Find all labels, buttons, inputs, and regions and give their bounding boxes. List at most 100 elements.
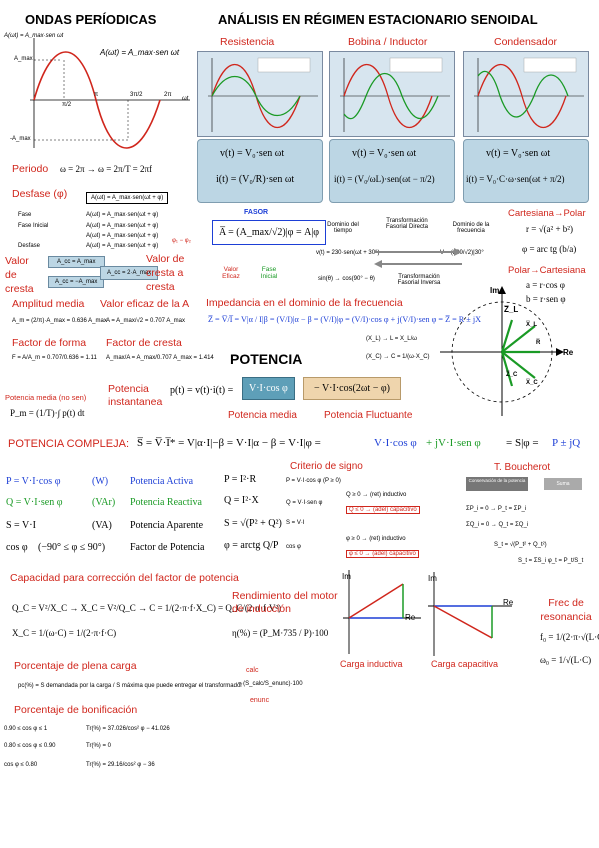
condensador-eq2: i(t) = V₀·C·ω·sen(ωt + π/2) <box>466 174 565 184</box>
fasor-arrows <box>374 248 462 268</box>
fasor-fase-inicial: Fase Inicial <box>260 266 278 280</box>
plena-carga-eq2: = (S_calc/S_enunc)·100 <box>238 681 303 687</box>
potencia-media-label: Potencia media <box>228 410 297 421</box>
fasor-dominio-frec: Dominio de la frecuencia <box>452 222 490 234</box>
bobina-graph <box>329 51 455 137</box>
section-ondas: ONDAS PERÍODICAS <box>25 12 157 27</box>
compleja-eq-e: P ± jQ <box>552 437 581 449</box>
potencia-media-nosen-label: Potencia media (no sen) <box>5 393 87 402</box>
fasor-valor-eficaz: Valor Eficaz <box>222 266 240 280</box>
criterio-r3: S = V·I <box>286 520 305 526</box>
circuit-title-bobina: Bobina / Inductor <box>348 36 428 48</box>
carga-inductiva-re: Re <box>405 613 416 622</box>
desfase-eq0: A(ωt) = A_max·sen(ωt + φ) <box>86 192 169 204</box>
carga-capacitiva-re: Re <box>503 598 514 607</box>
wave-formula: A(ωt) = A_max·sen ωt <box>100 48 180 57</box>
tabla-3-eq: cos φ <box>6 542 28 553</box>
box-acc-b: A_cc = −A_max <box>48 276 105 288</box>
wave-neg-amax: -A_max <box>10 136 31 142</box>
impedance-phasor-diagram <box>440 286 564 416</box>
bobina-eq-box: v(t) = V₀·sen ωt i(t) = (V₀/ωL)·sen(ωt −… <box>329 139 455 203</box>
section-analisis: ANÁLISIS EN RÉGIMEN ESTACIONARIO SENOIDA… <box>218 12 538 27</box>
resonancia-f: f₀ = 1/(2·π·√(L·C)) <box>540 632 599 642</box>
eficaz-eq: A = A_max/√2 = 0.707 A_max <box>106 318 186 324</box>
criterio-title: Criterio de signo <box>290 461 363 472</box>
desfase-row2-eq: A(ωt) = A_max·sen(ωt + φ) <box>86 233 159 239</box>
forma-eq: F = A/A_m = 0.707/0.636 = 1.11 <box>12 355 97 361</box>
criterio-phi-neg: φ ≤ 0 → (adel) capacitivo <box>346 550 419 558</box>
tabla-0-name: Potencia Activa <box>130 476 194 487</box>
carga-capacitiva-diagram <box>428 572 512 656</box>
box-acc-c: A_cc = 2·A_max <box>100 266 159 280</box>
criterio-q-pos: Q ≥ 0 → (ret) inductivo <box>346 492 407 498</box>
boucherot-l3: S_t = √(P_t² + Q_t²) <box>494 542 547 548</box>
impedancia-eq: Z̅ = V̅/I̅ = V|α / I|β = (V/I)|α − β = (… <box>208 315 482 324</box>
capacidad-eq2: X_C = 1/(ω·C) = 1/(2·π·f·C) <box>12 628 117 638</box>
potencia-inst-eq: p(t) = v(t)·i(t) = <box>170 385 234 396</box>
cartesiana-r: r = √(a² + b²) <box>526 224 573 234</box>
plena-carga-title: Porcentaje de plena carga <box>14 660 137 672</box>
potencia-compleja-label: POTENCIA COMPLEJA: <box>8 438 130 450</box>
fasor-eq: A̅ = (A_max/√2)|φ = A|φ <box>212 220 327 245</box>
tabla-2-unit: (VA) <box>92 520 112 531</box>
factor-forma-label: Factor de forma <box>12 337 87 349</box>
phasor-xc: X̅_C <box>526 380 538 386</box>
periodo-label: Periodo <box>12 163 49 175</box>
resonancia-title: Frec de resonancia <box>540 597 592 623</box>
impedancia-xc: (X_C) → C = 1/(ω·X_C) <box>366 354 430 360</box>
resistencia-graph <box>197 51 323 137</box>
boucherot-l2: ΣQ_i = 0 → Q_t = ΣQ_i <box>466 522 529 528</box>
potencia-media-eq: P_m = (1/T)·∫ p(t) dt <box>10 408 85 418</box>
criterio-r4: cos φ <box>286 544 301 550</box>
bonificacion-1-eq: Tr(%) = 0 <box>86 743 111 749</box>
fasor-eq-f: V = (230/√2)|30° <box>440 250 484 256</box>
bobina-eq2: i(t) = (V₀/ωL)·sen(ωt − π/2) <box>334 174 435 184</box>
tabla-2-eq2: S = √(P² + Q²) <box>224 518 282 529</box>
phasor-r: R̅ <box>536 340 541 346</box>
potencia-media-box: V·I·cos φ <box>242 377 295 400</box>
fasor-sin-cos: sin(θ) → cos(90° − θ) <box>318 276 375 282</box>
tabla-2-name: Potencia Aparente <box>130 520 204 531</box>
compleja-eq-a: S̅ = V̅·I̅* = V|α·I|−β = V·I|α − β = V·I… <box>137 437 321 449</box>
polar-a: a = r·cos φ <box>526 280 566 290</box>
phasor-re: Re <box>563 348 574 357</box>
wave-axis: ωt <box>182 96 189 102</box>
potencia-instantanea-label: Potencia instantanea <box>108 383 163 408</box>
tabla-1-eq2: Q = I²·X <box>224 495 259 506</box>
cartesiana-phi: φ = arc tg (b/a) <box>522 244 577 254</box>
tabla-2-eq: S = V·I <box>6 520 36 531</box>
criterio-r2: Q = V·I·sen φ <box>286 500 323 506</box>
desfase-row3-eq: A(ωt) = A_max·sen(ωt + φ) <box>86 243 159 249</box>
bobina-eq1: v(t) = V₀·sen ωt <box>352 148 417 159</box>
desfase-row0-eq: A(ωt) = A_max·sen(ωt + φ) <box>86 212 159 218</box>
valor-cresta-right: Valor de cresta a cresta <box>146 253 185 293</box>
criterio-q-neg: Q ≤ 0 → (adel) capacitivo <box>346 506 420 514</box>
bonificacion-0-eq: Tr(%) = 37.026/cos² φ − 41.026 <box>86 726 170 732</box>
potencia-fluctuante-label: Potencia Fluctuante <box>324 410 413 421</box>
tabla-0-eq: P = V·I·cos φ <box>6 476 61 487</box>
boucherot-box1: Conservación de la potencia <box>466 477 528 491</box>
wave-tick-1: π <box>94 92 99 98</box>
cresta-eq: A_max/A = A_max/0.707 A_max = 1.414 <box>106 355 214 361</box>
tabla-0-eq2: P = I²·R <box>224 474 257 485</box>
impedancia-title: Impedancia en el dominio de la frecuenci… <box>206 297 403 309</box>
wave-tick-3: 2π <box>164 92 172 98</box>
bonificacion-2-cond: cos φ ≤ 0.80 <box>4 762 38 768</box>
bonificacion-title: Porcentaje de bonificación <box>14 704 138 716</box>
carga-inductiva-im: Im <box>342 572 351 581</box>
tabla-3-unit: (−90° ≤ φ ≤ 90°) <box>38 542 106 553</box>
circuit-title-condensador: Condensador <box>494 36 558 48</box>
phasor-im: Im <box>490 286 500 295</box>
wave-amax: A_max <box>14 56 33 62</box>
desfase-row1-eq: A(ωt) = A_max·sen(ωt + φ) <box>86 223 159 229</box>
compleja-eq-b: V·I·cos φ <box>374 437 417 449</box>
compleja-eq-c: + jV·I·sen φ <box>426 437 481 449</box>
impedancia-xl: (X_L) → L = X_L/ω <box>366 336 417 342</box>
phasor-zc: Z̅_C <box>506 372 518 378</box>
periodo-eq: ω = 2π → ω = 2π/T = 2πf <box>60 164 153 174</box>
potencia-fluctuante-box: − V·I·cos(2ωt − φ) <box>303 377 401 400</box>
condensador-graph <box>463 51 589 137</box>
plena-carga-enunc: enunc <box>250 697 270 704</box>
wave-tick-0: π/2 <box>62 102 72 108</box>
desfase-row3-name: Desfase <box>18 243 41 249</box>
